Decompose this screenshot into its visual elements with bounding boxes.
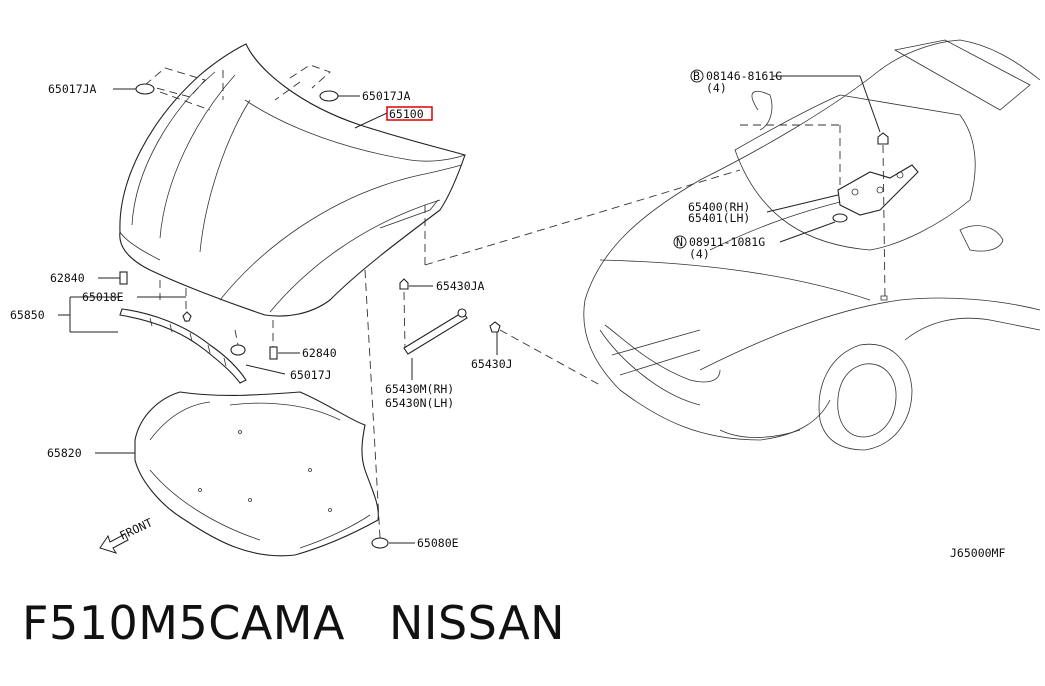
clip-62840-bottom <box>269 346 278 360</box>
hood-seal <box>119 308 247 384</box>
hood-pad-guides <box>144 64 331 111</box>
label-65018e: 65018E <box>82 290 124 304</box>
label-62840-top: 62840 <box>50 271 85 285</box>
label-62840-bottom: 62840 <box>302 346 337 360</box>
bolt-marker-circle <box>690 69 704 83</box>
hood-panel <box>119 43 466 317</box>
label-nut: 08911-1081G <box>689 235 765 249</box>
label-bolt-qty: (4) <box>706 81 727 95</box>
front-arrow <box>99 533 129 554</box>
hood-insulator <box>134 391 379 557</box>
nut-marker-circle <box>673 235 687 249</box>
label-65017j: 65017J <box>290 368 332 382</box>
pad-65017j <box>230 344 246 356</box>
label-65100: 65100 <box>389 107 424 121</box>
label-65430m: 65430M(RH) <box>385 382 454 396</box>
hood-stay <box>399 278 501 355</box>
label-nut-marker: N <box>676 235 683 249</box>
label-65017ja-left: 65017JA <box>48 82 97 96</box>
label-65820: 65820 <box>47 446 82 460</box>
label-front: FRONT <box>117 515 154 542</box>
label-65430ja: 65430JA <box>436 279 485 293</box>
hood-hinge <box>832 132 919 301</box>
highlight-box <box>386 106 433 121</box>
label-65850: 65850 <box>10 308 45 322</box>
label-65401: 65401(LH) <box>688 211 750 225</box>
clip-62840-top <box>119 271 128 285</box>
footer-brand: NISSAN <box>388 596 566 650</box>
pad-65017ja-left <box>135 83 155 95</box>
pad-65017ja-right <box>319 90 339 102</box>
label-65430n: 65430N(LH) <box>385 396 454 410</box>
clip-65080e <box>371 537 389 549</box>
footer-caption: F510M5CAMA NISSAN <box>22 596 565 650</box>
label-bolt: 08146-8161G <box>706 69 782 83</box>
footer-part-number: F510M5CAMA <box>22 596 345 650</box>
label-bolt-marker: B <box>693 69 700 83</box>
label-65400: 65400(RH) <box>688 200 750 214</box>
label-nut-qty: (4) <box>689 247 710 261</box>
label-65017ja-right: 65017JA <box>362 89 411 103</box>
label-65080e: 65080E <box>417 536 459 550</box>
label-diagram-code: J65000MF <box>950 546 1005 560</box>
vehicle-outline <box>583 39 1041 451</box>
label-65430j: 65430J <box>471 357 513 371</box>
parts-diagram: 65017JA 65017JA 65100 B 08146-8161G (4) … <box>10 39 1041 560</box>
